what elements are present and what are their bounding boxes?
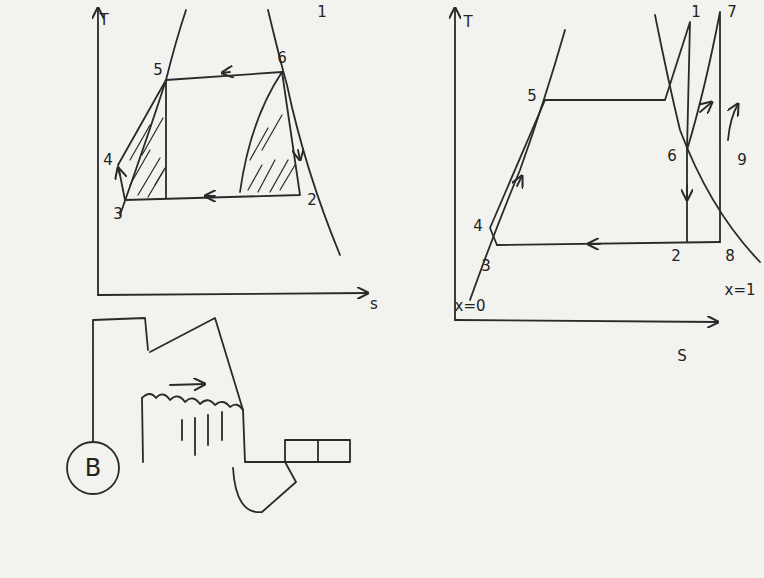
plant-sketch — [93, 318, 350, 512]
point-label: 4 — [103, 153, 113, 168]
point-label: 4 — [473, 219, 483, 234]
point-label: 1 — [317, 5, 327, 20]
left-ts-diagram — [98, 8, 368, 295]
point-label: 6 — [667, 149, 677, 164]
right-ts-diagram — [455, 8, 760, 322]
point-label: 7 — [727, 5, 737, 20]
point-label: s — [370, 297, 378, 312]
point-label: 3 — [113, 207, 123, 222]
circle-shape — [67, 442, 119, 494]
point-label: 9 — [737, 153, 747, 168]
node-text-wrap: B — [85, 456, 101, 480]
node-label: B — [85, 456, 101, 480]
point-label: 5 — [527, 89, 537, 104]
point-label: T — [99, 13, 108, 28]
point-label: 2 — [307, 193, 317, 208]
point-label: x=0 — [455, 299, 486, 314]
point-label: 1 — [691, 5, 701, 20]
point-label: 8 — [725, 249, 735, 264]
point-label: T — [463, 15, 472, 30]
point-label: x=1 — [725, 283, 756, 298]
point-label: 2 — [671, 249, 681, 264]
point-label: 5 — [153, 63, 163, 78]
point-label: S — [677, 349, 687, 364]
point-label: 3 — [481, 259, 491, 274]
point-label: 6 — [277, 51, 287, 66]
boiler-circle: B — [65, 440, 121, 496]
